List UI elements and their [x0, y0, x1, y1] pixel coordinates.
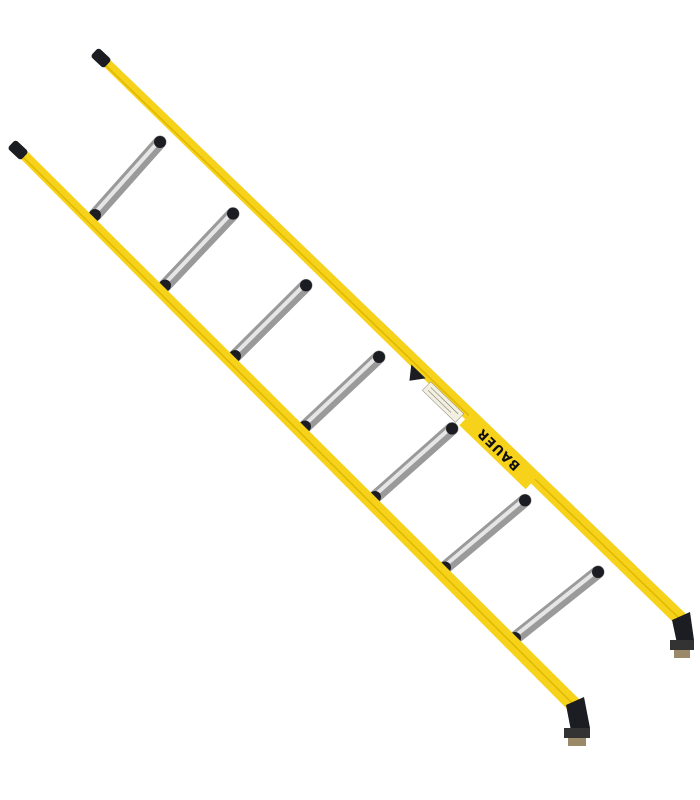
ladder-rung	[438, 493, 532, 574]
left-rail-top-cap	[8, 140, 28, 160]
ladder-rung	[298, 350, 386, 433]
right-rail	[91, 48, 694, 658]
ladder-rung	[228, 278, 313, 363]
ladder-rung	[368, 422, 459, 504]
brand-label: BAUER	[459, 412, 539, 490]
brand-name: BAUER	[474, 425, 523, 473]
ladder-rung	[88, 135, 167, 222]
ladder-rung	[508, 565, 605, 645]
ladder-rungs	[88, 135, 605, 645]
left-rail	[8, 140, 590, 746]
warning-sticker	[409, 364, 465, 423]
ladder-rung	[158, 207, 240, 292]
right-rail-top-cap	[91, 48, 111, 68]
left-rail-foot	[564, 697, 590, 746]
right-rail-foot	[670, 612, 694, 658]
